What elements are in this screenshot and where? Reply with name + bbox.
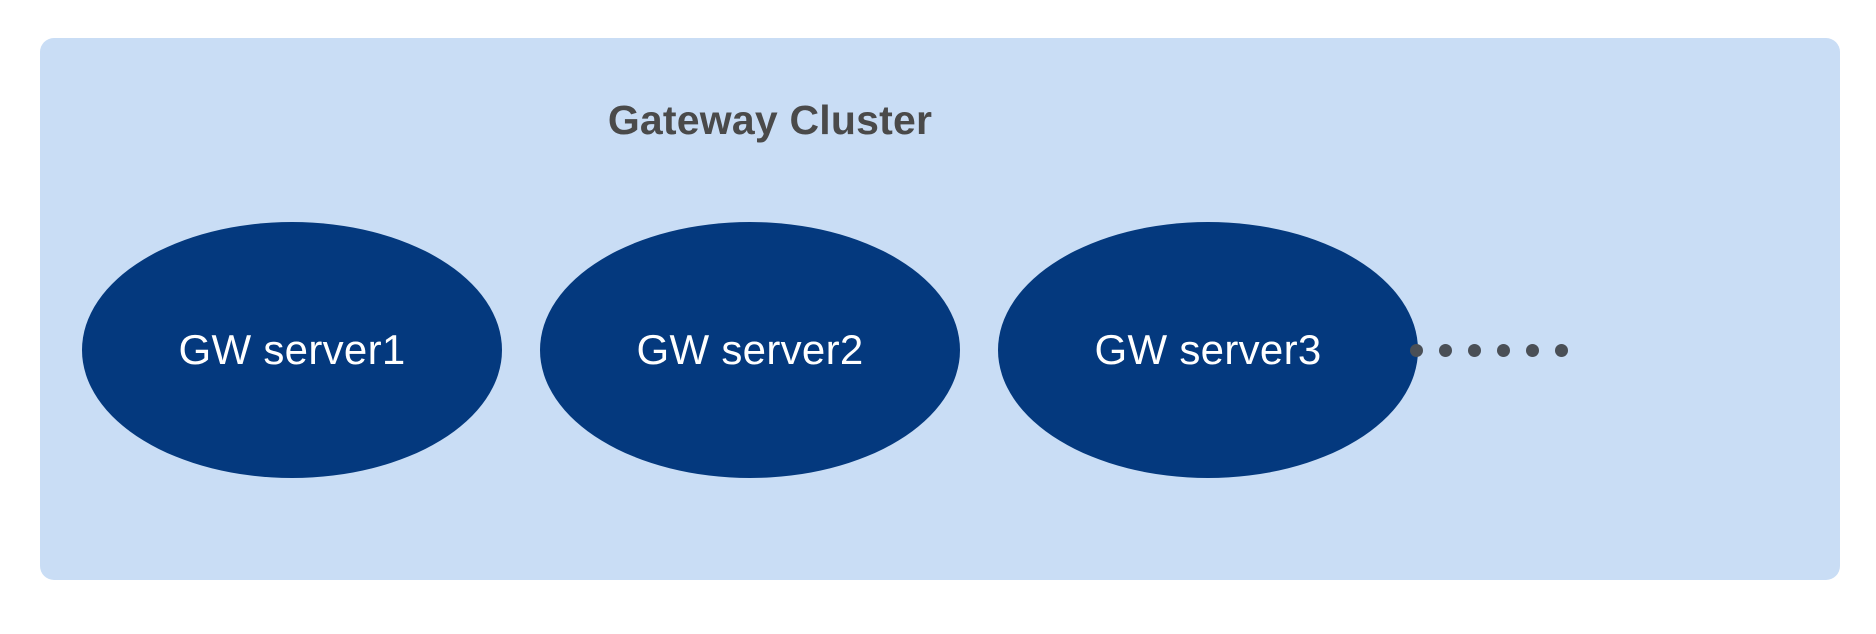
gateway-cluster-container: Gateway Cluster GW server1 GW server2 GW… [40, 38, 1840, 580]
gw-server-node-3[interactable]: GW server3 [998, 222, 1418, 478]
ellipsis-dot [1497, 343, 1510, 357]
ellipsis-dot [1439, 343, 1452, 357]
ellipsis-dot [1526, 343, 1539, 357]
gw-server-node-2-label: GW server2 [636, 326, 864, 373]
ellipsis-dot [1555, 343, 1568, 357]
gw-server-node-2[interactable]: GW server2 [540, 222, 960, 478]
gw-server-node-1-label: GW server1 [178, 326, 406, 373]
ellipsis-dot [1410, 343, 1423, 357]
gw-server-node-1[interactable]: GW server1 [82, 222, 502, 478]
cluster-title: Gateway Cluster [607, 97, 933, 143]
ellipsis-dots-icon [1410, 316, 1590, 384]
gw-server-node-3-label: GW server3 [1094, 326, 1322, 373]
ellipsis-dot [1468, 343, 1481, 357]
